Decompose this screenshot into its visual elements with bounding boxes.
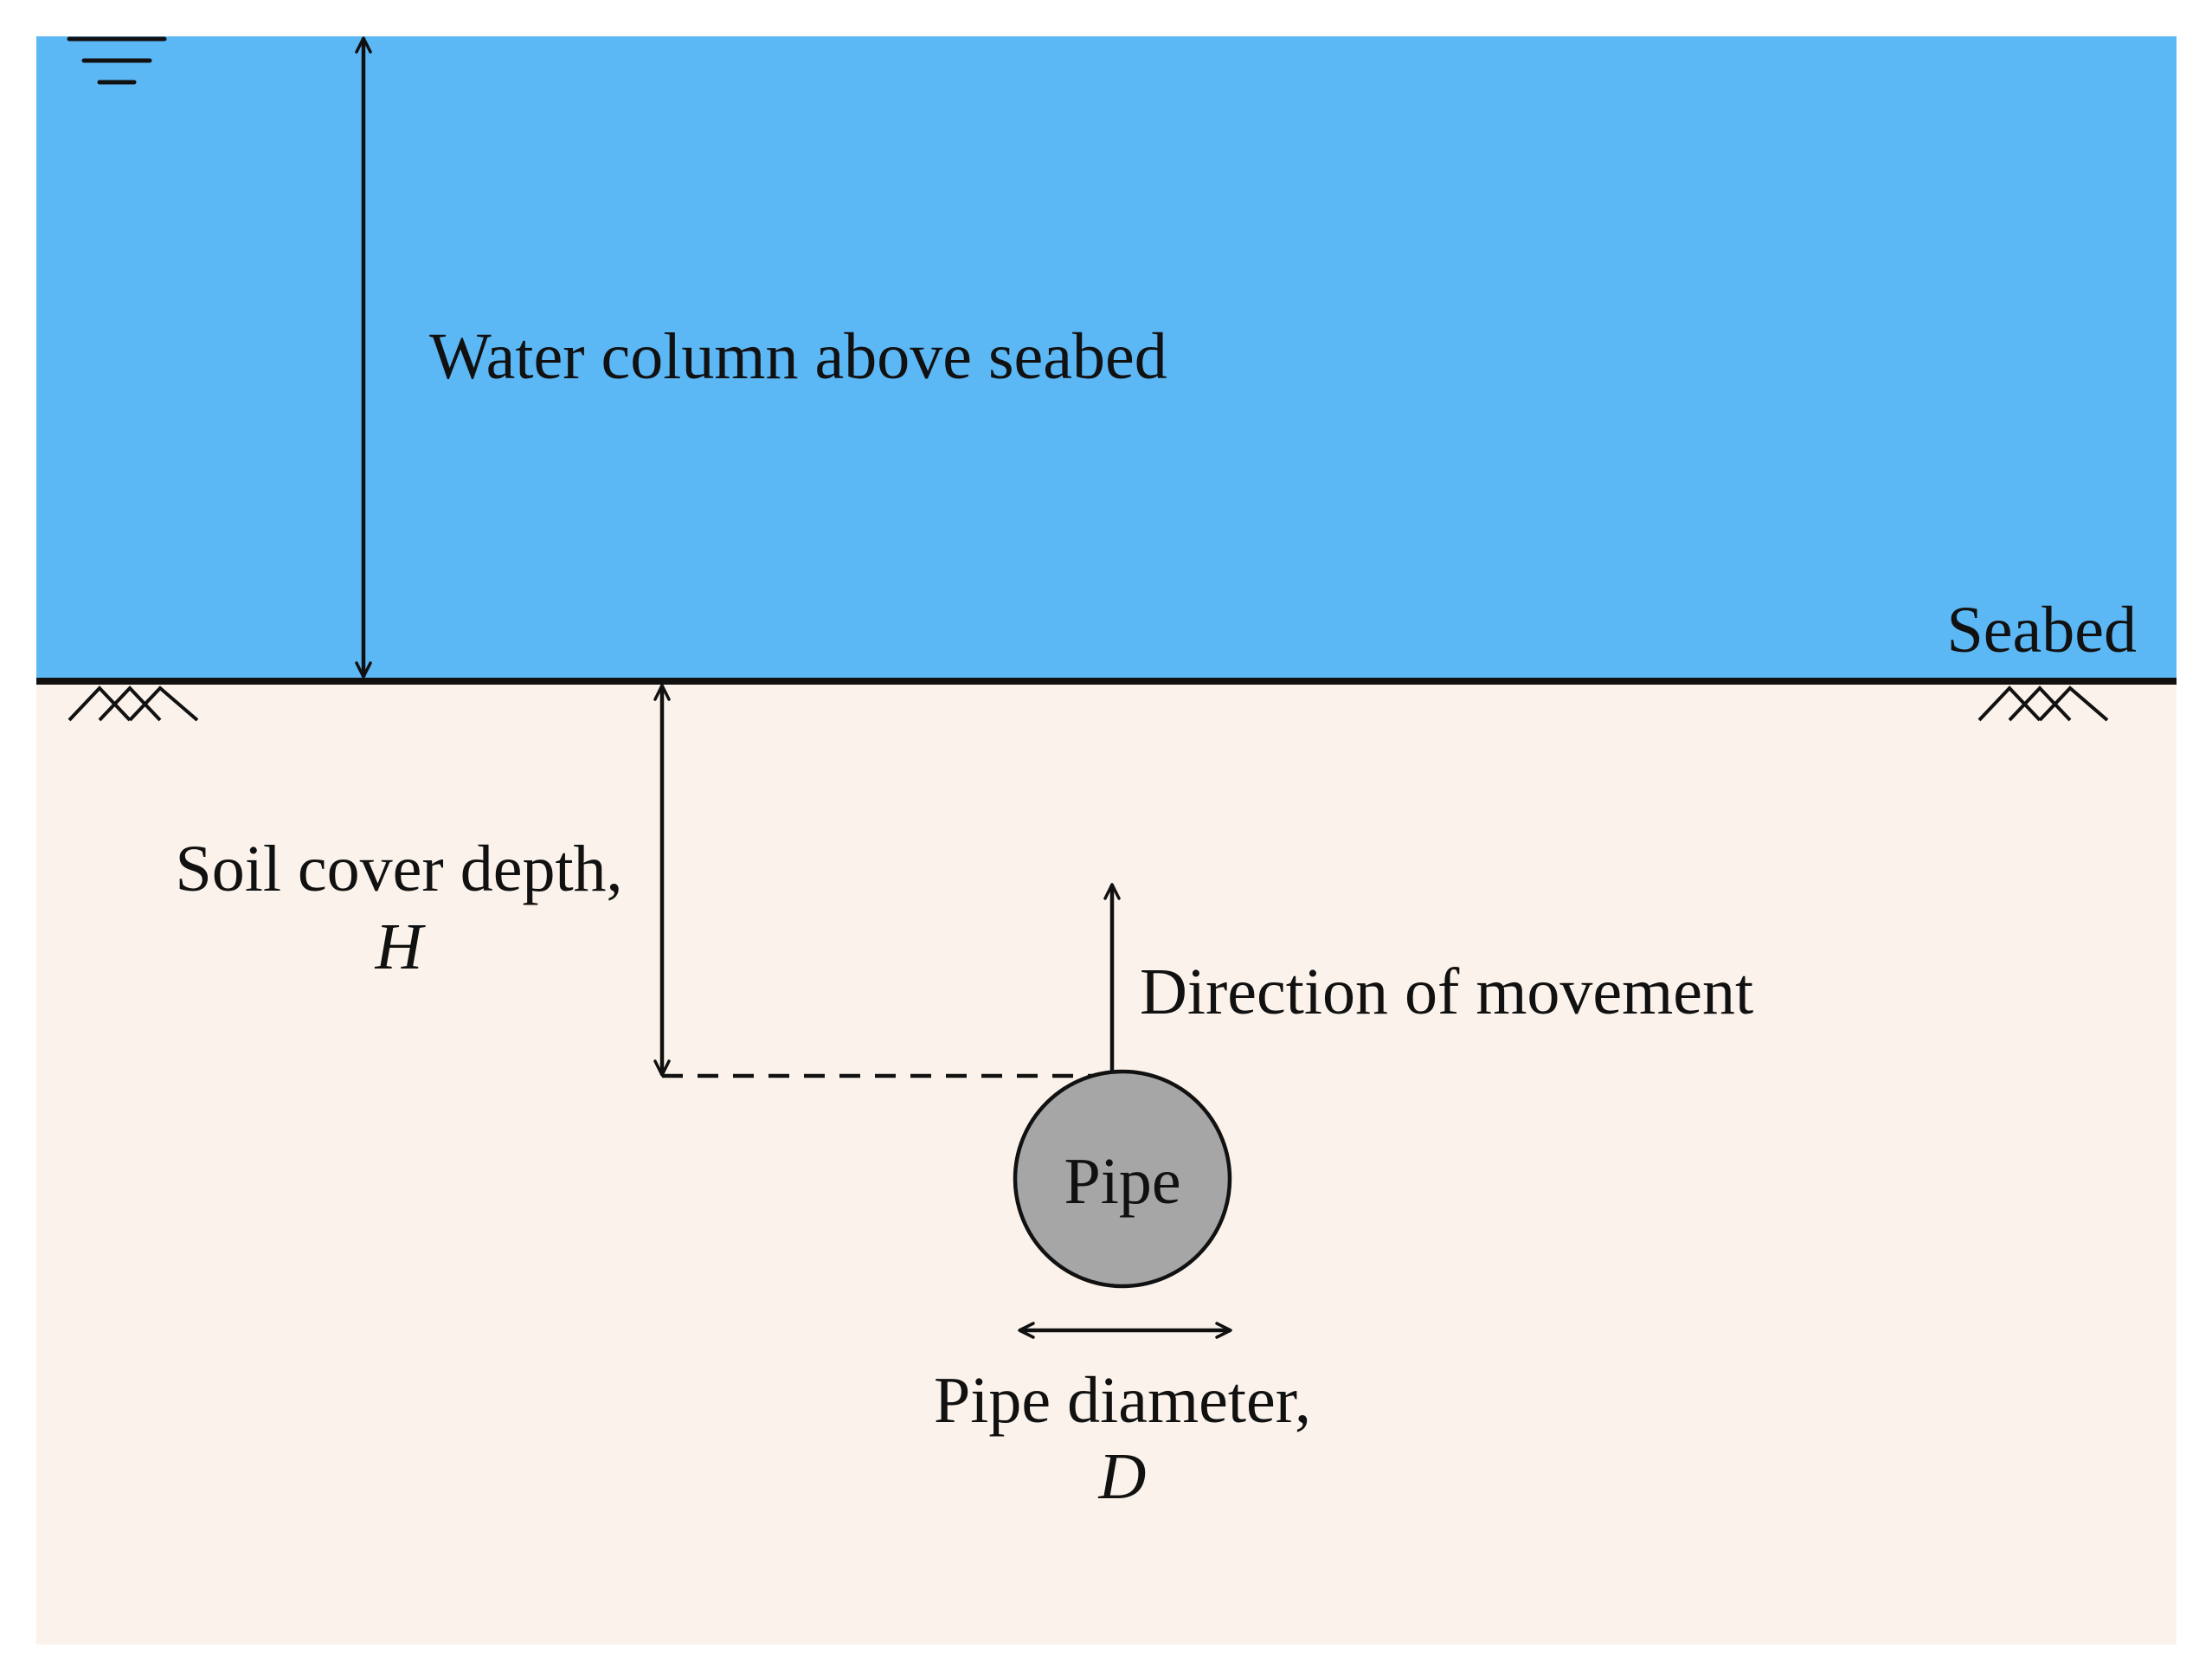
ground-hatch-icon (68, 686, 199, 722)
water-surface-symbol-icon (67, 36, 167, 85)
water-column-label: Water column above seabed (429, 320, 1167, 393)
ground-hatch-icon (1977, 686, 2109, 722)
water-region (36, 36, 2177, 681)
seabed-label: Seabed (1947, 594, 2137, 666)
pipe-circle (1013, 1069, 1232, 1289)
soil-cover-depth-label: Soil cover depth, (175, 833, 622, 905)
pipe-diameter-label: Pipe diameter, (934, 1364, 1311, 1437)
direction-of-movement-label: Direction of movement (1140, 956, 1753, 1028)
soil-cover-depth-symbol: H (375, 911, 427, 983)
pipe-label: Pipe (1064, 1145, 1180, 1218)
pipe-diameter-symbol: D (1098, 1440, 1147, 1513)
